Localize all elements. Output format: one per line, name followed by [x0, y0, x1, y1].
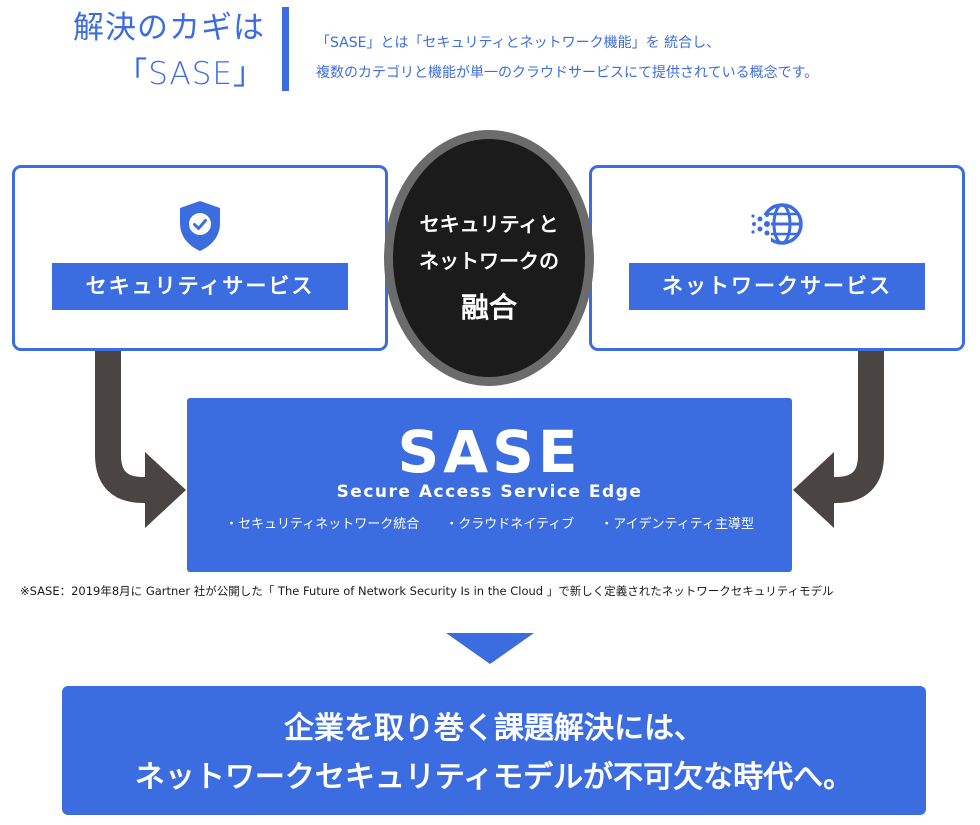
- header-description-line1: 「SASE」とは「セキュリティとネットワーク機能」を 統合し、: [316, 35, 721, 51]
- network-service-label: ネットワークサービス: [629, 263, 925, 310]
- shield-check-icon: [180, 201, 220, 251]
- sase-feature: ・セキュリティネットワーク統合: [225, 517, 420, 532]
- fusion-line1: セキュリティと: [419, 212, 559, 236]
- sase-features: ・セキュリティネットワーク統合 ・クラウドネイティブ ・アイデンティティ主導型: [187, 513, 792, 532]
- sase-subtitle: Secure Access Service Edge: [336, 482, 643, 502]
- sase-box: SASE Secure Access Service Edge ・セキュリティネ…: [187, 398, 792, 572]
- fusion-line3: 融合: [460, 291, 517, 324]
- header-title-line2: 「SASE」: [116, 56, 265, 92]
- conclusion-box: 企業を取り巻く課題解決には、 ネットワークセキュリティモデルが不可欠な時代へ。: [62, 686, 926, 815]
- fusion-line2: ネットワークの: [419, 249, 559, 273]
- globe-network-icon: [747, 203, 803, 245]
- sase-feature: ・アイデンティティ主導型: [600, 517, 754, 532]
- right-flow-arrow: [793, 348, 884, 528]
- conclusion-line1: 企業を取り巻く課題解決には、: [284, 711, 704, 746]
- left-flow-arrow: [95, 348, 186, 528]
- network-service-card: ネットワークサービス: [589, 165, 965, 351]
- header-description-line2: 複数のカテゴリと機能が単一のクラウドサービスにて提供されている概念です。: [316, 65, 819, 81]
- security-service-card: セキュリティサービス: [12, 165, 388, 351]
- fusion-circle: セキュリティと ネットワークの 融合: [384, 130, 594, 386]
- down-arrow-icon: [446, 633, 534, 664]
- footnote: ※SASE：2019年8月に Gartner 社が公開した「 The Futur…: [20, 584, 834, 598]
- security-service-label: セキュリティサービス: [52, 263, 348, 310]
- sase-title: SASE: [397, 418, 582, 486]
- header-divider: [282, 7, 289, 91]
- header-title-line1: 解決のカギは: [73, 10, 265, 46]
- sase-feature: ・クラウドネイティブ: [445, 517, 575, 532]
- conclusion-line2: ネットワークセキュリティモデルが不可欠な時代へ。: [134, 760, 854, 795]
